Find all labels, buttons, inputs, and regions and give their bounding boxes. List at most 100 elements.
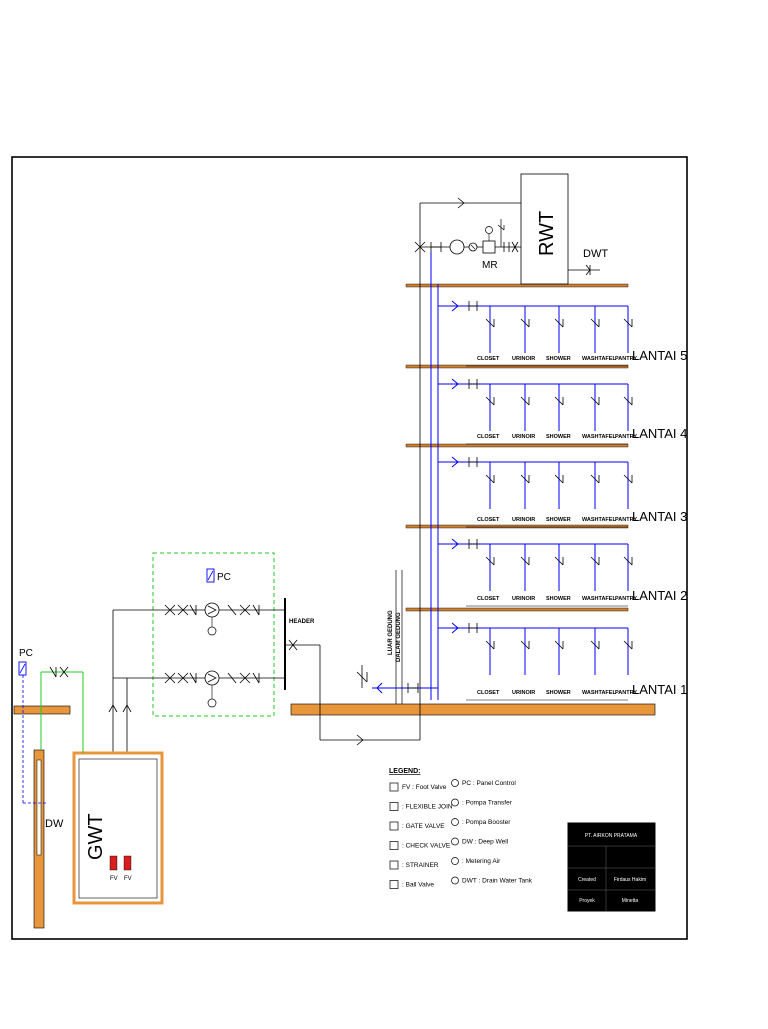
check-valve-icon <box>554 396 564 406</box>
pc-pump-label: PC <box>217 572 231 583</box>
flexible-join-icon <box>389 802 399 811</box>
well-slab <box>13 705 71 715</box>
foot-valve-icon <box>109 855 118 871</box>
ball-valve-icon <box>389 880 399 889</box>
slab-lantai-4 <box>405 443 629 448</box>
fixture-label: PANTRY <box>615 596 637 602</box>
fixture-label: WASHTAFEL <box>582 517 616 523</box>
panel-control-icon <box>451 779 459 787</box>
pc-well-label: PC <box>19 648 33 659</box>
legend-item-left: : FLEXIBLE JOIN <box>402 804 453 811</box>
drawing-border <box>11 156 688 940</box>
legend-item-right: : Pompa Transfer <box>462 800 513 807</box>
check-valve-icon <box>623 474 633 484</box>
legend: LEGEND: FV : Foot Valve : FLEXIBLE JOIN : … <box>389 768 533 889</box>
fixture-label: CLOSET <box>477 596 500 602</box>
check-valve-icon <box>520 556 530 566</box>
project-value: Minetta <box>622 898 639 904</box>
fixture-label: URINOIR <box>512 596 535 602</box>
pump-room-boundary <box>152 552 275 717</box>
fixture-label: SHOWER <box>546 517 571 523</box>
strainer-icon <box>389 860 399 870</box>
deep-well-icon <box>451 837 459 846</box>
check-valve-icon <box>520 318 530 328</box>
check-valve-icon <box>590 396 600 406</box>
floor-label: LANTAI 4 <box>632 426 687 441</box>
check-valve-icon <box>590 318 600 328</box>
slab-lantai-3 <box>405 524 629 529</box>
rwt-tank: RWT <box>520 173 569 285</box>
legend-title: LEGEND: <box>389 768 421 775</box>
ball-valve-icon <box>468 457 478 467</box>
title-block: PT. AIRKON PRATAMA Created Firdaus Hakim… <box>567 822 656 912</box>
metering-air-icon <box>451 857 459 865</box>
fixture-label: URINOIR <box>512 690 535 696</box>
created-value: Firdaus Hakim <box>614 877 646 883</box>
gate-valve-icon <box>389 821 399 831</box>
fixture-label: SHOWER <box>546 690 571 696</box>
fixture-label: CLOSET <box>477 356 500 362</box>
legend-item-right: PC : Panel Control <box>462 780 516 787</box>
fixture-label: WASHTAFEL <box>582 434 616 440</box>
fixture-label: PANTRY <box>615 517 637 523</box>
foot-valve-icon <box>389 782 399 792</box>
check-valve-icon <box>590 474 600 484</box>
luar-gedung-label: LUAR GEDUNG <box>388 610 394 655</box>
fixture-label: SHOWER <box>546 596 571 602</box>
check-valve-icon <box>485 318 495 328</box>
fixture-label: CLOSET <box>477 690 500 696</box>
roof-slab <box>405 283 629 288</box>
slab-lantai-5 <box>405 364 629 369</box>
dwt-label: DWT <box>583 248 608 260</box>
check-valve-icon <box>623 318 633 328</box>
fixture-label: SHOWER <box>546 356 571 362</box>
floor-label: LANTAI 1 <box>632 682 687 697</box>
fixture-label: WASHTAFEL <box>582 356 616 362</box>
check-valve-icon <box>590 556 600 566</box>
check-valve-icon <box>389 841 399 850</box>
drain-water-tank-icon <box>451 876 459 885</box>
header-label: HEADER <box>289 619 315 625</box>
dw-label: DW <box>45 818 64 830</box>
legend-item-right: DW : Deep Well <box>462 839 509 846</box>
dalam-gedung-label: DALAM GEDUNG <box>396 612 402 662</box>
check-valve-icon <box>590 640 600 650</box>
fv-right-label: FV <box>124 876 132 882</box>
fixture-label: URINOIR <box>512 434 535 440</box>
created-label: Created <box>578 877 596 883</box>
ball-valve-icon <box>468 539 478 549</box>
fixture-label: WASHTAFEL <box>582 596 616 602</box>
legend-item-left: FV : Foot Valve <box>402 784 447 791</box>
check-valve-icon <box>623 640 633 650</box>
legend-item-left: : CHECK VALVE <box>402 843 451 850</box>
metering-air-icon <box>482 240 496 254</box>
fixture-label: SHOWER <box>546 434 571 440</box>
check-valve-icon <box>554 318 564 328</box>
gate-valve-icon <box>414 241 426 253</box>
rwt-label: RWT <box>536 211 558 256</box>
check-valve-icon <box>485 396 495 406</box>
mr-label: MR <box>482 260 498 271</box>
check-valve-icon <box>554 556 564 566</box>
project-label: Proyek <box>579 898 595 904</box>
legend-item-right: : Metering Air <box>462 858 501 865</box>
check-valve-icon <box>520 640 530 650</box>
check-valve-icon <box>485 640 495 650</box>
legend-item-left: : STRAINER <box>402 862 439 869</box>
ball-valve-icon <box>468 379 478 389</box>
fixture-label: PANTRY <box>615 356 637 362</box>
fv-left-label: FV <box>110 876 118 882</box>
gwt-label: GWT <box>85 813 107 860</box>
floor-label: LANTAI 5 <box>632 348 687 363</box>
ground-slab <box>290 703 656 716</box>
legend-item-right: DWT : Drain Water Tank <box>462 878 533 885</box>
roof-pump-assembly: MR <box>414 197 521 284</box>
